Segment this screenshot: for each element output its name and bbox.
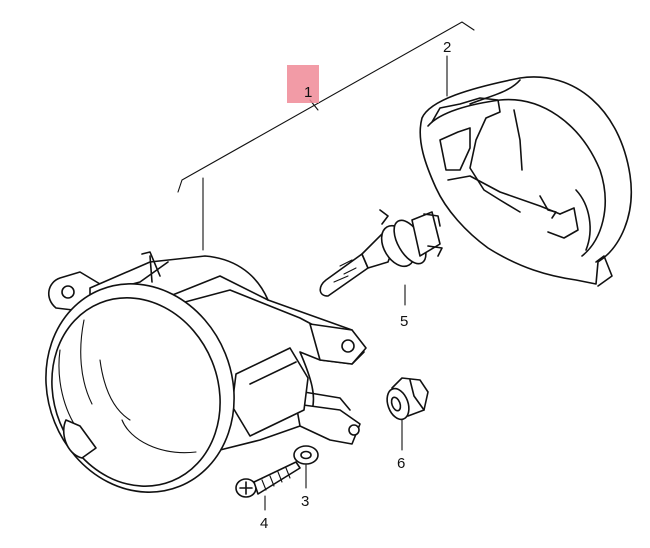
callout-labels: 1 2 3 4 5 6 xyxy=(260,39,451,532)
halogen-bulb-part-5[interactable] xyxy=(319,209,443,297)
callout-5: 5 xyxy=(400,313,408,330)
screw-part-4[interactable] xyxy=(235,461,301,498)
washer-part-3[interactable] xyxy=(293,445,319,465)
fog-lamp-housing[interactable] xyxy=(15,251,367,521)
callout-4: 4 xyxy=(260,515,268,532)
callout-6: 6 xyxy=(397,455,405,472)
rear-housing-part-2[interactable] xyxy=(419,76,632,287)
leader-lines xyxy=(177,21,475,511)
callout-3: 3 xyxy=(301,493,309,510)
callout-2: 2 xyxy=(443,39,451,56)
part-1-highlight xyxy=(287,65,319,103)
clip-nut-part-6[interactable] xyxy=(383,377,429,422)
callout-1: 1 xyxy=(304,84,312,101)
